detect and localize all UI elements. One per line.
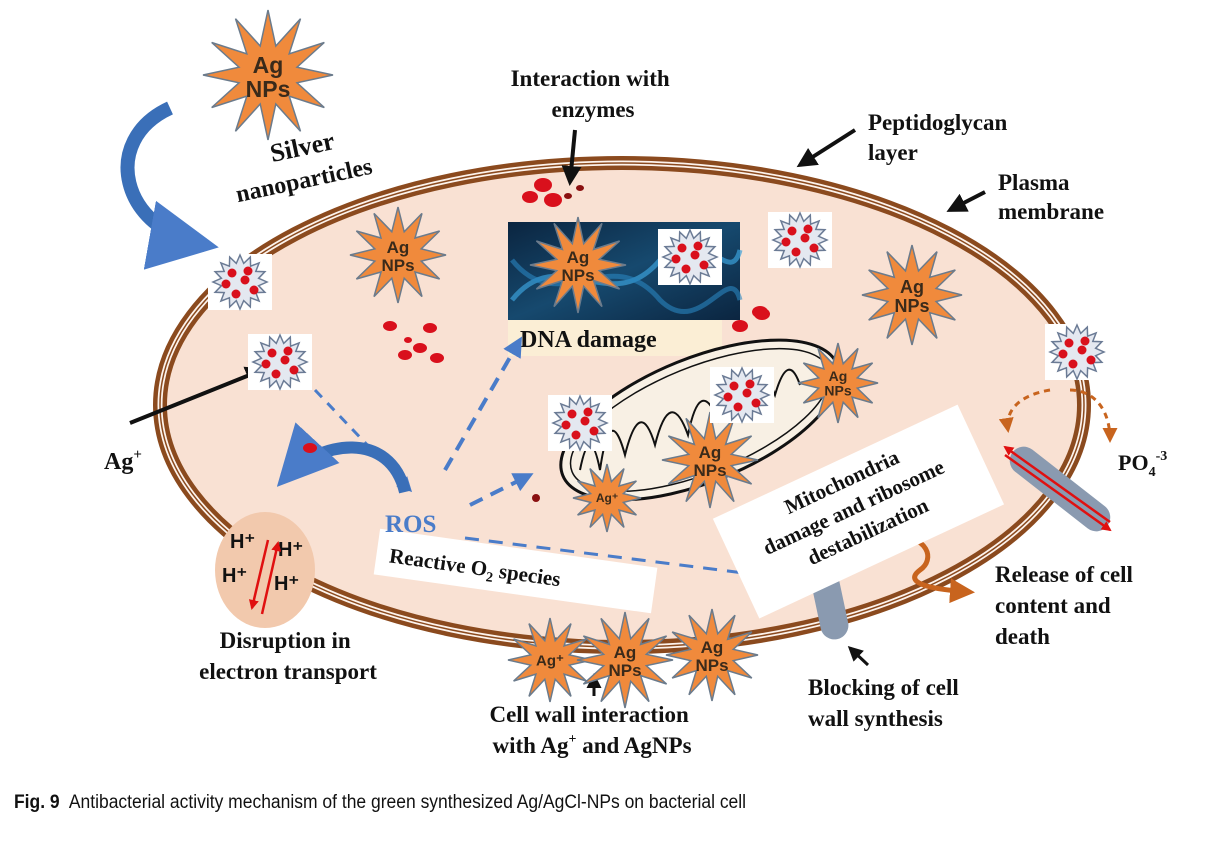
- nanoparticle-label: NPs: [246, 76, 291, 102]
- nanoparticle-cluster-icon: [548, 394, 612, 452]
- blocking-arrow: [847, 645, 870, 667]
- peptidoglycan-arrow: [796, 128, 857, 168]
- ag-nanoparticle-star-icon: AgNPs: [797, 342, 879, 424]
- release-label: Release of cell content and death: [995, 562, 1139, 649]
- ros-to-mito-arrow: [469, 473, 534, 507]
- arrows: [120, 101, 1118, 696]
- po4-label: PO4-3: [1118, 449, 1167, 480]
- plasma-membrane-arrow: [946, 190, 986, 212]
- nanoparticle-label: Ag: [614, 643, 637, 662]
- svg-text:nanoparticles: nanoparticles: [234, 154, 375, 208]
- nanoparticle-cluster-icon: [658, 228, 722, 286]
- proton-label: H⁺: [222, 565, 247, 587]
- plasma-membrane-label: Plasma membrane: [998, 170, 1104, 224]
- mechanism-diagram: DNA damage H⁺ H⁺ H⁺ H⁺: [104, 9, 1167, 758]
- figure-number: Fig. 9: [14, 792, 60, 813]
- nanoparticle-label: Ag: [699, 443, 722, 462]
- ag-nanoparticle-star-icon: AgNPs: [661, 411, 759, 509]
- entry-arrow: [120, 101, 219, 270]
- nanoparticle-label: Ag: [253, 52, 284, 78]
- ag-ion-label: Ag+: [104, 447, 142, 475]
- enzymes-label: Interaction with enzymes: [511, 66, 676, 122]
- ag-ion-arrow: [129, 366, 266, 425]
- proton-label: H⁺: [278, 539, 303, 561]
- dna-damage-label: DNA damage: [520, 327, 657, 353]
- silver-nanoparticles-label: Silver nanoparticles: [234, 126, 375, 208]
- ros-to-etc-arrow: [276, 422, 411, 494]
- nanoparticle-label: NPs: [824, 383, 851, 399]
- enzyme-arrow: [561, 129, 582, 186]
- nanoparticle-label: NPs: [608, 661, 641, 680]
- nanoparticle-label: Ag: [900, 277, 924, 297]
- nanoparticle-cluster-icon: [710, 366, 774, 424]
- ros-to-wall-arrow: [464, 536, 803, 586]
- ag-nanoparticle-star-icon: AgNPs: [861, 244, 963, 346]
- ag-nanoparticle-star-icon: AgNPs: [349, 206, 447, 304]
- ion-label: Ag⁺: [596, 491, 618, 505]
- po4-arrow-out: [1069, 388, 1118, 443]
- caption-text: Antibacterial activity mechanism of the …: [68, 792, 747, 813]
- cell-wall-label: Cell wall interaction with Ag+ and AgNPs: [489, 702, 694, 758]
- nanoparticle-label: NPs: [561, 266, 594, 285]
- po4-arrow-in: [998, 388, 1051, 433]
- nanoparticle-label: NPs: [695, 656, 728, 675]
- nanoparticle-label: NPs: [693, 461, 726, 480]
- svg-text:Silver: Silver: [267, 126, 337, 168]
- ag-nanoparticle-star-icon: AgNPs: [665, 608, 759, 702]
- ag-nanoparticle-star-icon: AgNPs: [576, 611, 674, 709]
- electron-transport-site: H⁺ H⁺ H⁺ H⁺: [215, 512, 315, 628]
- reactive-o2-box: Reactive O2 species: [373, 528, 658, 614]
- ros-label: ROS: [385, 511, 436, 538]
- blocking-label: Blocking of cell wall synthesis: [808, 675, 965, 731]
- nanoparticle-label: Ag: [567, 248, 590, 267]
- nanoparticle-label: Ag: [701, 638, 724, 657]
- nanoparticle-label: NPs: [381, 256, 414, 275]
- nanoparticle-stars: AgNPsAgNPsAgNPsAgNPsAgNPsAgNPsAg⁺Ag⁺AgNP…: [202, 9, 963, 709]
- ros-to-dna-arrow: [443, 336, 522, 471]
- silver-ion-dots: [303, 178, 770, 502]
- nanoparticle-cluster-icon: [1045, 323, 1109, 381]
- ag-nanoparticle-star-icon: AgNPs: [202, 9, 334, 141]
- nanoparticle-label: NPs: [894, 296, 929, 316]
- proton-label: H⁺: [230, 531, 255, 553]
- proton-label: H⁺: [274, 573, 299, 595]
- disruption-label: Disruption in electron transport: [199, 628, 377, 684]
- ion-label: Ag⁺: [536, 652, 564, 669]
- figure-caption: Fig. 9 Antibacterial activity mechanism o…: [14, 792, 746, 814]
- nanoparticle-cluster-icon: [208, 253, 272, 311]
- dna-damage-panel: DNA damage: [508, 222, 743, 356]
- nanoparticle-cluster-icon: [248, 333, 312, 391]
- nanoparticle-label: Ag: [387, 238, 410, 257]
- nanoparticle-cluster-icon: [768, 211, 832, 269]
- nanoparticle-label: Ag: [829, 368, 848, 384]
- ag-ion-star-icon: Ag⁺: [572, 463, 642, 533]
- peptidoglycan-label: Peptidoglycan layer: [868, 110, 1013, 165]
- ag-nanoparticle-star-icon: AgNPs: [529, 216, 627, 314]
- nanoparticle-clusters: [208, 211, 1109, 452]
